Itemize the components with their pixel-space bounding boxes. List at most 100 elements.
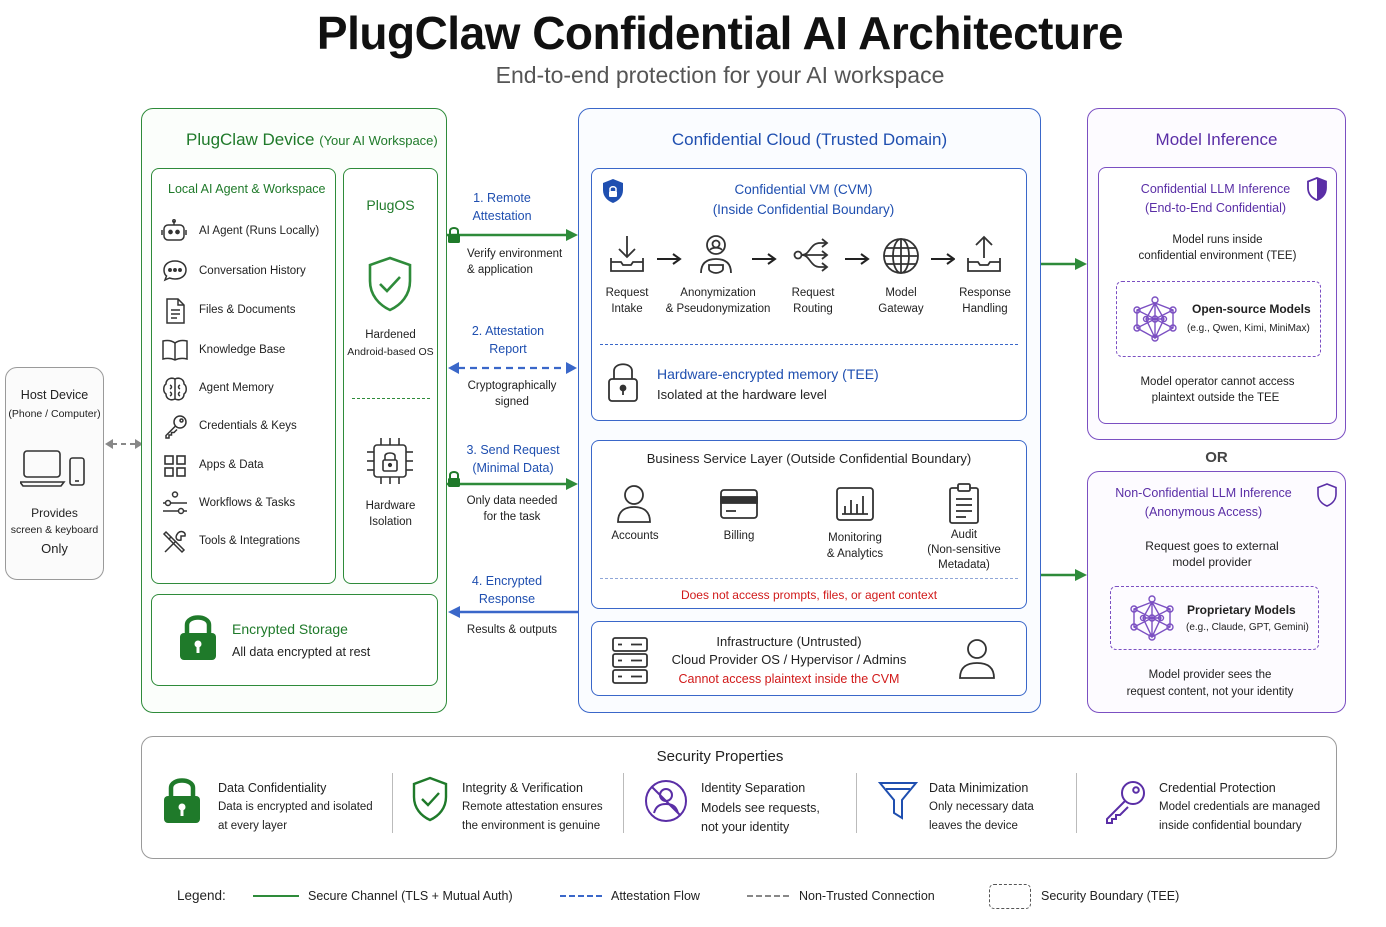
legend-secure-label: Secure Channel (TLS + Mutual Auth): [308, 889, 513, 903]
flow-3-desc: Only data needed for the task: [462, 493, 562, 525]
business-item-line1: Monitoring: [828, 532, 882, 544]
security-item-desc-2: not your identity: [701, 820, 790, 834]
business-layer-note: Does not access prompts, files, or agent…: [680, 588, 938, 602]
business-item-line3: Metadata): [938, 559, 990, 571]
lock-icon: [162, 775, 202, 825]
flow-3-label-line2: (Minimal Data): [472, 461, 554, 475]
globe-icon: [881, 236, 921, 276]
business-item-line2: (Non-sensitive: [927, 544, 1001, 556]
plugos-hardware-2: Isolation: [369, 516, 412, 528]
plugos-title: PlugOS: [366, 197, 415, 213]
encrypted-storage-title: Encrypted Storage: [232, 621, 348, 637]
legend-secure-swatch: [253, 895, 299, 897]
shield-outline-icon: [1317, 483, 1337, 507]
tee-memory-title: Hardware-encrypted memory (TEE): [657, 366, 879, 382]
user-icon: [616, 484, 652, 524]
business-item-label: Audit (Non-sensitive Metadata): [916, 528, 1012, 573]
legend-boundary-label: Security Boundary (TEE): [1041, 889, 1180, 903]
flow-2-label-line1: 2. Attestation: [471, 324, 545, 338]
infrastructure-title: Infrastructure (Untrusted): [716, 634, 862, 649]
flow-2-desc: Cryptographically signed: [462, 378, 562, 410]
upload-icon: [965, 234, 1003, 274]
legend-untrusted-label: Non-Trusted Connection: [799, 889, 935, 903]
security-properties-title: Security Properties: [656, 748, 784, 765]
non-confidential-title-1: Non-Confidential LLM Inference: [1115, 486, 1292, 500]
business-item-label: Billing: [723, 530, 755, 542]
flow-1-label-line2: Attestation: [472, 209, 532, 223]
device-title-suffix: (Your AI Workspace): [319, 133, 438, 148]
card-icon: [719, 488, 759, 520]
infrastructure-box: [591, 621, 1027, 696]
robot-icon: [161, 219, 187, 243]
open-source-models-title: Open-source Models: [1192, 302, 1311, 316]
business-item-label: Accounts: [611, 530, 659, 542]
security-divider: [623, 773, 624, 833]
workflow-icon: [162, 491, 188, 515]
business-item-label: Monitoring & Analytics: [812, 530, 898, 562]
security-item-desc-1: Remote attestation ensures: [462, 801, 603, 813]
business-layer-title: Business Service Layer (Outside Confiden…: [591, 451, 1027, 466]
server-icon: [611, 636, 649, 684]
or-label: OR: [1205, 449, 1228, 466]
encrypted-storage-desc: All data encrypted at rest: [232, 645, 371, 659]
routing-icon: [792, 236, 832, 274]
security-item-desc-1: Only necessary data: [929, 801, 1034, 813]
proprietary-models-subtitle: (e.g., Claude, GPT, Gemini): [1186, 622, 1309, 633]
neural-network-icon: [1131, 295, 1179, 343]
security-properties-box: [141, 736, 1337, 859]
workspace-item-label: Files & Documents: [199, 304, 296, 316]
channel-lock-icon: [447, 470, 461, 488]
flow-1-desc: Verify environment & application: [467, 246, 562, 278]
workspace-title: Local AI Agent & Workspace: [168, 182, 326, 196]
page-subtitle: End-to-end protection for your AI worksp…: [495, 62, 945, 88]
pipeline-step-line1: Model: [885, 287, 917, 299]
non-confidential-title-2: (Anonymous Access): [1144, 505, 1263, 519]
flow-3-label-line1: 3. Send Request: [466, 443, 560, 457]
flow-2-label-line2: Report: [489, 342, 527, 356]
flow-2-desc-line2: signed: [495, 396, 529, 408]
security-item-title: Data Minimization: [929, 781, 1029, 795]
business-layer-box: [591, 440, 1027, 609]
flow-arrows: [446, 220, 582, 625]
plugclaw-device-title: PlugClaw Device (Your AI Workspace): [186, 130, 438, 150]
host-device-subtitle: (Phone / Computer): [8, 408, 101, 420]
flow-1-desc-line2: & application: [467, 264, 533, 276]
flow-1-label: 1. Remote Attestation: [452, 189, 552, 225]
security-item-desc-1: Model credentials are managed: [1159, 801, 1321, 813]
proprietary-models-box: [1110, 586, 1319, 650]
open-source-models-subtitle: (e.g., Qwen, Kimi, MiniMax): [1187, 323, 1310, 334]
pipeline-step-line1: Response: [959, 287, 1011, 299]
chat-icon: [162, 259, 188, 283]
confidential-inference-box: [1098, 167, 1337, 424]
confidential-inference-title-2: (End-to-End Confidential): [1144, 201, 1287, 215]
cloud-to-inference-arrows: [1041, 256, 1091, 591]
legend-boundary-swatch: [989, 884, 1031, 909]
non-confidential-desc-1: Request goes to external: [1145, 539, 1279, 553]
plugos-divider: [352, 398, 430, 399]
non-confidential-footer-1: Model provider sees the: [1148, 669, 1272, 681]
memory-lock-icon: [607, 361, 639, 403]
hardware-chip-icon: [365, 436, 415, 486]
user-shield-icon: [697, 233, 735, 275]
confidential-inference-footer-2: plaintext outside the TEE: [1151, 392, 1280, 404]
security-item-title: Credential Protection: [1159, 781, 1276, 795]
business-item-line2: & Analytics: [826, 548, 884, 560]
shield-check-icon: [411, 776, 449, 822]
pipeline-arrows: [655, 249, 956, 274]
workspace-item-label: AI Agent (Runs Locally): [199, 225, 320, 237]
workspace-item-label: Conversation History: [199, 265, 306, 277]
flow-3-desc-line1: Only data needed: [466, 495, 558, 507]
security-divider: [1076, 773, 1077, 833]
pipeline-step-label: Request Routing: [782, 285, 844, 317]
proprietary-models-title: Proprietary Models: [1187, 603, 1296, 617]
channel-lock-icon: [447, 226, 461, 244]
pipeline-step-line2: Intake: [611, 303, 643, 315]
open-source-models-box: [1116, 281, 1321, 357]
brain-icon: [162, 376, 188, 402]
flow-1-label-line1: 1. Remote: [473, 191, 531, 205]
pipeline-step-line1: Request: [605, 287, 649, 299]
legend-label: Legend:: [177, 888, 226, 903]
pipeline-step-line2: & Pseudonymization: [665, 303, 771, 315]
security-item-title: Data Confidentiality: [218, 781, 327, 795]
legend-attestation-label: Attestation Flow: [611, 889, 700, 903]
